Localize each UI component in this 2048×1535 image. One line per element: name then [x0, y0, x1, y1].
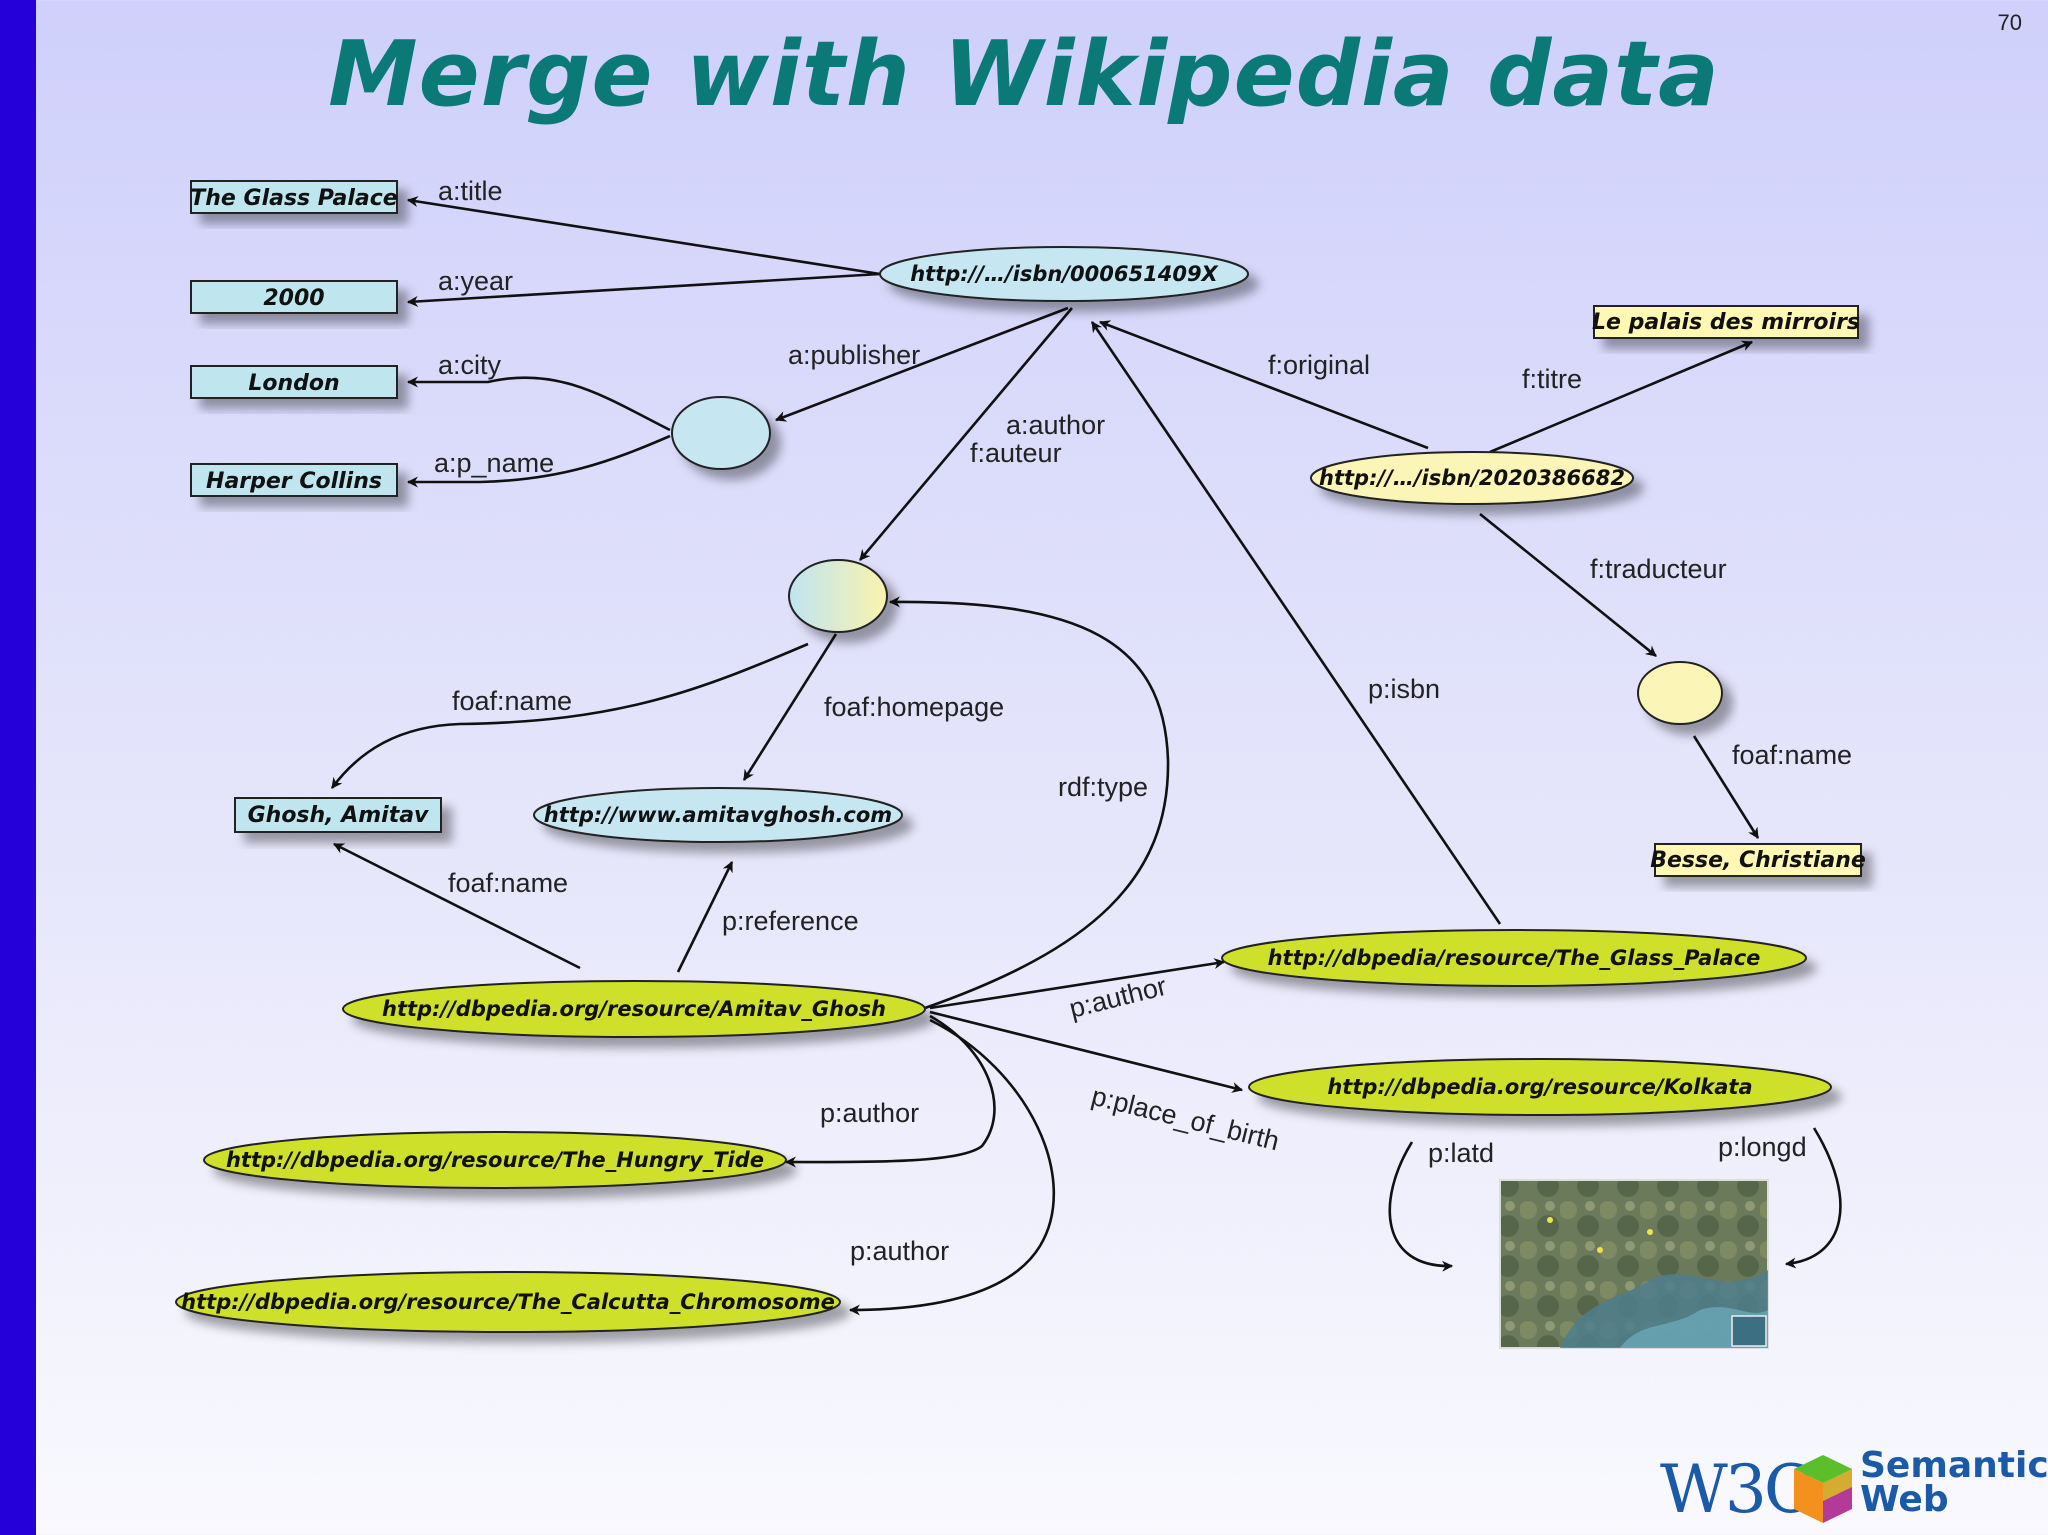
semantic-web-wordmark: Semantic Web: [1860, 1445, 2048, 1520]
dbpedia-node-the-glass-palace: http://dbpedia/resource/The_Glass_Palace: [1221, 929, 1807, 987]
edge-p-author-calcutta: [848, 1018, 1056, 1316]
edge-p-reference: [676, 861, 734, 973]
uri-text: http://dbpedia.org/resource/Kolkata: [1327, 1075, 1752, 1099]
label-f-titre: f:titre: [1522, 364, 1582, 394]
dbpedia-node-the-hungry-tide: http://dbpedia.org/resource/The_Hungry_T…: [203, 1131, 787, 1189]
uri-node-homepage: http://www.amitavghosh.com: [533, 787, 903, 843]
uri-node-isbn-english: http://…/isbn/000651409X: [879, 246, 1249, 302]
label-a-publisher: a:publisher: [788, 340, 920, 370]
edge-publisher: [774, 306, 1069, 422]
literal-ghosh-amitav: Ghosh, Amitav: [234, 797, 442, 833]
literal-text: Besse, Christiane: [1650, 848, 1866, 873]
edge-foaf-homepage: [742, 633, 838, 781]
edge-original: [1098, 320, 1429, 450]
literal-text: Harper Collins: [206, 469, 382, 494]
literal-text: 2000: [263, 286, 324, 311]
label-foaf-name-2: foaf:name: [448, 868, 568, 898]
literal-london: London: [190, 365, 398, 399]
slide-title: Merge with Wikipedia data: [328, 22, 1720, 127]
literal-text: Ghosh, Amitav: [248, 803, 429, 828]
edge-foaf-name-1: [330, 642, 809, 789]
label-a-p-name: a:p_name: [434, 448, 554, 478]
edge-titre: [1489, 340, 1754, 454]
label-p-author-hungry: p:author: [820, 1098, 919, 1128]
literal-the-glass-palace: The Glass Palace: [190, 180, 398, 214]
edge-foaf-name-2: [333, 842, 581, 970]
dbpedia-node-the-calcutta-chromosome: http://dbpedia.org/resource/The_Calcutta…: [175, 1271, 841, 1333]
page-number: 70: [1997, 10, 2022, 35]
literal-text: Le palais des mirroirs: [1592, 310, 1860, 335]
label-p-isbn: p:isbn: [1368, 674, 1440, 704]
literal-le-palais-des-mirroirs: Le palais des mirroirs: [1592, 305, 1860, 339]
blank-node-translator: [1637, 661, 1723, 725]
label-a-city: a:city: [438, 350, 502, 380]
label-foaf-name-1: foaf:name: [452, 686, 572, 716]
dbpedia-node-amitav-ghosh: http://dbpedia.org/resource/Amitav_Ghosh: [342, 980, 926, 1038]
edge-p-name: [406, 434, 671, 488]
literal-besse-christiane: Besse, Christiane: [1650, 843, 1866, 877]
blank-node-author: [788, 559, 888, 633]
edge-traducteur: [1479, 512, 1657, 658]
dbpedia-node-kolkata: http://dbpedia.org/resource/Kolkata: [1248, 1058, 1832, 1116]
edge-author: [859, 307, 1073, 561]
edge-rdf-type: [888, 596, 1170, 1010]
uri-text: http://…/isbn/2020386682: [1319, 466, 1625, 490]
label-a-title: a:title: [438, 176, 503, 206]
edges: [330, 196, 1842, 1316]
label-rdf-type: rdf:type: [1058, 772, 1148, 802]
edge-p-latd: [1388, 1141, 1454, 1272]
edge-p-place-of-birth: [929, 1010, 1244, 1093]
uri-text: http://…/isbn/000651409X: [910, 262, 1219, 286]
label-f-auteur: f:auteur: [970, 438, 1062, 468]
label-p-latd: p:latd: [1428, 1138, 1494, 1168]
label-foaf-name-besse: foaf:name: [1732, 740, 1852, 770]
edge-foaf-name-besse: [1692, 735, 1760, 839]
w3c-semantic-web-logo: W3C® Semantic Web: [1660, 1445, 2048, 1529]
blank-node-publisher: [671, 396, 771, 470]
label-a-year: a:year: [438, 266, 513, 296]
uri-node-isbn-french: http://…/isbn/2020386682: [1310, 451, 1634, 505]
label-f-traducteur: f:traducteur: [1590, 554, 1727, 584]
edge-p-author-glass: [929, 958, 1226, 1010]
label-p-longd: p:longd: [1718, 1132, 1807, 1162]
uri-text: http://dbpedia.org/resource/Amitav_Ghosh: [382, 997, 886, 1021]
label-p-author-calcutta: p:author: [850, 1236, 949, 1266]
literal-text: The Glass Palace: [190, 186, 398, 211]
uri-text: http://www.amitavghosh.com: [544, 803, 892, 827]
edge-title: [406, 196, 881, 276]
uri-text: http://dbpedia.org/resource/The_Calcutta…: [181, 1290, 835, 1314]
semantic-web-cube-icon: [1794, 1455, 1852, 1523]
literal-harper-collins: Harper Collins: [190, 463, 398, 497]
web-word: Web: [1860, 1479, 1949, 1520]
edge-city: [406, 376, 671, 432]
uri-text: http://dbpedia/resource/The_Glass_Palace: [1268, 946, 1761, 970]
label-foaf-homepage: foaf:homepage: [824, 692, 1004, 722]
literal-2000: 2000: [190, 280, 398, 314]
satellite-map-image: [1499, 1179, 1769, 1349]
literal-text: London: [248, 371, 339, 396]
uri-text: http://dbpedia.org/resource/The_Hungry_T…: [226, 1148, 764, 1172]
edge-year: [406, 272, 881, 307]
label-a-author: a:author: [1006, 410, 1105, 440]
label-p-reference: p:reference: [722, 906, 859, 936]
label-f-original: f:original: [1268, 350, 1370, 380]
edge-p-isbn: [1090, 321, 1502, 925]
edge-p-longd: [1784, 1127, 1842, 1269]
semantic-word: Semantic: [1860, 1445, 2048, 1486]
w3c-logo-text: W3C: [1660, 1451, 1814, 1528]
left-accent-bar: [0, 0, 36, 1535]
edge-p-author-hungry: [784, 1014, 996, 1168]
